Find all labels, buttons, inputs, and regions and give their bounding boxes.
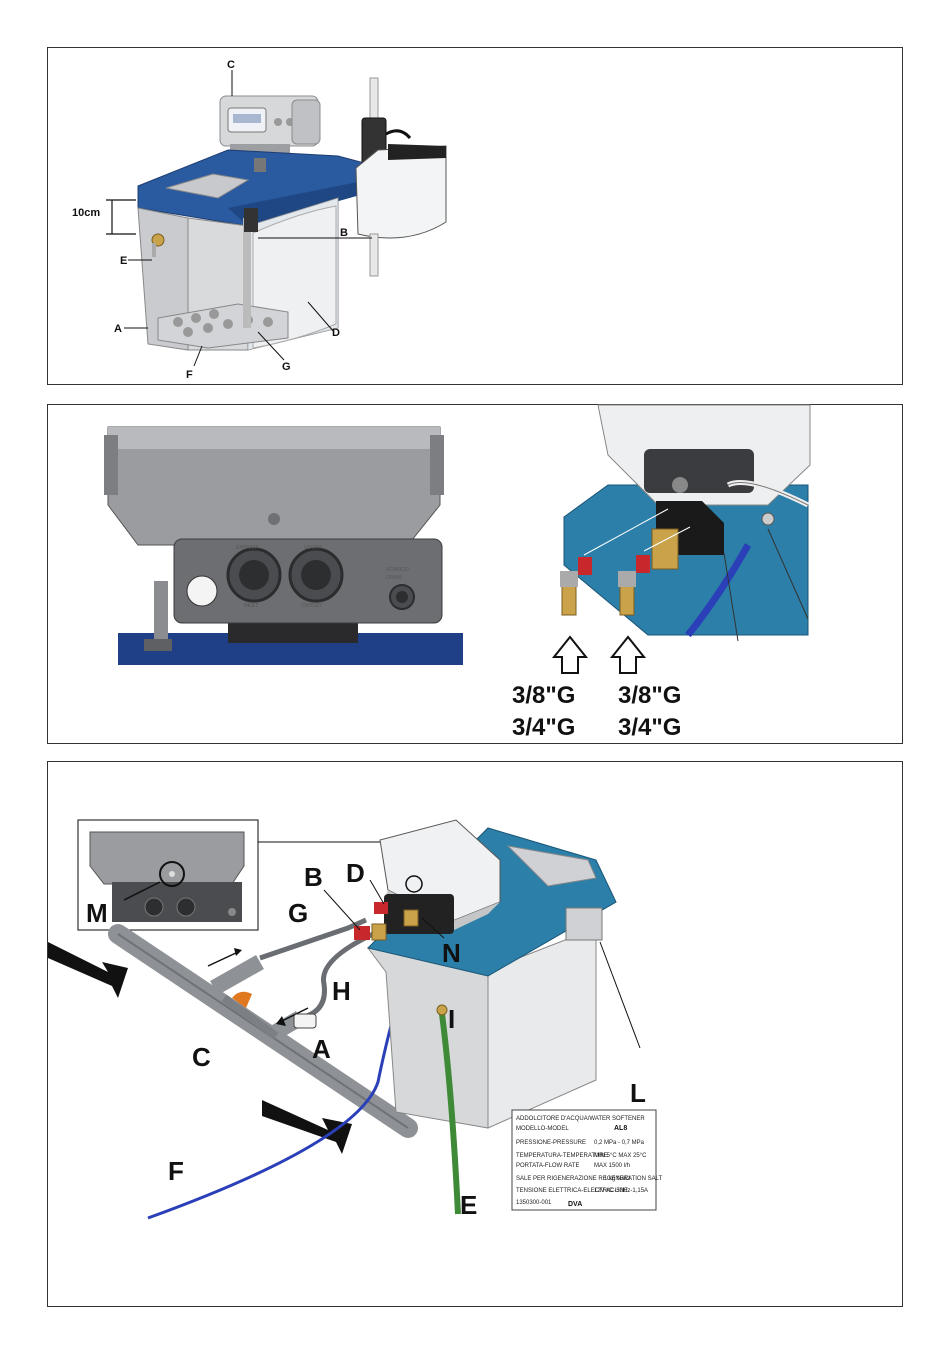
label-b: B [340,227,348,239]
left-fitting-size-2: 3/4"G [512,714,575,741]
tube-connector [254,158,266,172]
plate-salt-value: 1 kg NaCl [604,1176,630,1182]
label-l: L [630,1078,646,1108]
label-c: C [192,1042,211,1072]
plate-pressure-value: 0,2 MPa - 0,7 MPa [594,1140,645,1146]
control-valve-head [354,819,501,941]
plate-power-value: 12V AC-50Hz-1,15A [594,1188,648,1194]
label-d: D [332,327,340,339]
brine-valve [244,208,258,232]
fittings-closeup: 3/8"G 3/4"G 3/8"G 3/4"G [512,404,811,741]
cabinet-lid [137,149,384,227]
label-f: F [168,1156,184,1186]
installation-illustration: M [48,819,662,1220]
left-fitting-size-1: 3/8"G [512,682,575,709]
outlet-label-en: OUTLET [302,603,322,609]
main-water-pipe [108,924,418,1138]
label-b: B [304,862,323,892]
dimension-marker: 10cm [72,199,136,235]
label-d: D [346,858,365,888]
dimension-label: 10cm [72,207,100,219]
plate-pressure-label: PRESSIONE-PRESSURE [516,1140,586,1146]
label-a: A [114,323,122,335]
rating-plate: ADDOLCITORE D'ACQUA/WATER SOFTENER MODEL… [511,1109,662,1211]
inlet-label-en: INLET [244,603,258,609]
label-i: I [448,1004,455,1034]
plate-flow-value: MAX 1500 l/h [594,1163,630,1169]
plate-model-label: MODELLO-MODEL [516,1126,569,1132]
right-fitting-size-2: 3/4"G [618,714,681,741]
label-g: G [288,898,308,928]
figure-panel-softener-internals: 10cm C B E A D F G [47,47,903,385]
inlet-label-it: ENTRATA [236,545,259,551]
label-e: E [120,255,127,267]
label-c: C [227,59,235,71]
plate-flow-label: PORTATA-FLOW RATE [516,1163,579,1169]
leader-lines [323,879,641,1049]
figure-panel-valve-connections: ENTRATA INLET USCITA OUTLET SCARICO DRAI… [47,404,903,744]
label-e: E [460,1190,477,1220]
leader-lines [124,70,372,367]
brine-tube [243,218,251,328]
check-valve [293,1013,317,1029]
figure-panel-installation: M [47,761,903,1307]
label-f: F [186,369,193,381]
drain-label-it: SCARICO [386,567,409,573]
overflow-fitting [436,1004,448,1016]
plate-power-label: TENSIONE ELETTRICA-ELECTRIC LINE [516,1188,628,1194]
label-g: G [282,361,291,373]
outlet-label-it: USCITA [304,545,323,551]
softener-internals-illustration: 10cm C B E A D F G [72,59,447,381]
plate-salt-label: SALE PER RIGENERAZIONE REGENERATION SALT [516,1176,662,1182]
plate-title: ADDOLCITORE D'ACQUA/WATER SOFTENER [516,1116,645,1122]
brine-valve-detail [355,77,447,277]
plate-temperature-label: TEMPERATURA-TEMPERATURE [516,1153,608,1159]
outlet-hose [299,927,384,1021]
label-n: N [442,938,461,968]
valve-connections-illustration: ENTRATA INLET USCITA OUTLET SCARICO DRAI… [104,404,811,741]
label-h: H [332,976,351,1006]
valve-head-rear-view: ENTRATA INLET USCITA OUTLET SCARICO DRAI… [104,426,463,665]
overflow-hose [439,1013,461,1215]
inlet-hose [259,917,368,961]
label-m: M [86,898,108,928]
flow-arrow-g [207,951,239,967]
plate-temperature-value: MIN 5°C MAX 25°C [594,1153,647,1159]
overflow-fitting [151,233,165,257]
inflow-arrow [48,942,128,998]
plate-model-value: AL8 [614,1125,627,1132]
rating-plate-location [565,907,603,941]
plate-brand: DVA [568,1201,582,1208]
drain-label-en: DRAIN [386,575,402,581]
outflow-arrow [262,1100,352,1154]
plate-serial: 1350300-001 [516,1200,552,1206]
right-fitting-size-1: 3/8"G [618,682,681,709]
inset-detail-screw: M [77,819,417,931]
label-a: A [312,1034,331,1064]
